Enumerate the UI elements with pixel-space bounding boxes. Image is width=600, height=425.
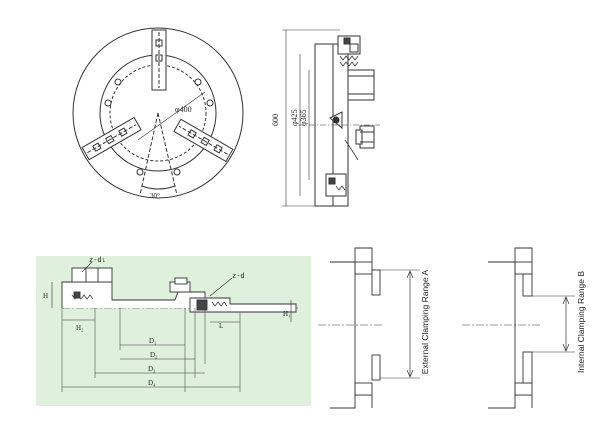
jaw-slot-top	[151, 29, 167, 91]
external-clamping-diagram	[318, 247, 420, 409]
outer-circle	[72, 27, 244, 199]
mounting-holes	[104, 78, 214, 176]
chuck-front-view	[72, 27, 244, 199]
h2-dimension-label: H₂	[76, 324, 84, 332]
d2-dimension-label: D₂	[150, 351, 158, 359]
bevel-gear	[329, 111, 343, 130]
thread-label-left: z-d₁	[89, 256, 106, 264]
external-clamping-label: External Clamping Range A	[420, 269, 430, 374]
chuck-section-view	[51, 261, 298, 392]
d1-dimension-label: D₁	[149, 337, 157, 345]
h1-dimension-label: H₁	[283, 310, 291, 318]
section-jaw-right	[189, 297, 297, 313]
section-jaw-left	[71, 267, 113, 300]
bore-diameter-label: φ400	[175, 105, 192, 114]
internal-clamping-diagram	[462, 247, 575, 409]
dia-365-label: φ365	[299, 109, 308, 126]
d3-dimension-label: D₃	[148, 365, 156, 373]
dia-425-label: φ425	[290, 109, 299, 126]
thread-label-right: z-d	[232, 272, 245, 280]
pinion	[355, 125, 375, 149]
section-jaw-center	[169, 277, 191, 293]
jaw-slot-left	[81, 116, 142, 161]
angle-label: 30°	[150, 192, 160, 200]
d4-dimension-label: D₄	[148, 379, 156, 387]
spindle-boss	[347, 69, 375, 101]
side-jaw-top	[337, 35, 361, 55]
internal-clamping-label: Internal Clamping Range B	[576, 271, 586, 373]
side-jaw-bottom	[325, 173, 347, 197]
l-dimension-label: L	[219, 322, 223, 330]
overall-height-label: 600	[271, 114, 280, 126]
h-dimension-label: H	[43, 292, 48, 300]
jaw-slot-right	[173, 118, 234, 163]
chuck-side-view	[282, 29, 380, 207]
